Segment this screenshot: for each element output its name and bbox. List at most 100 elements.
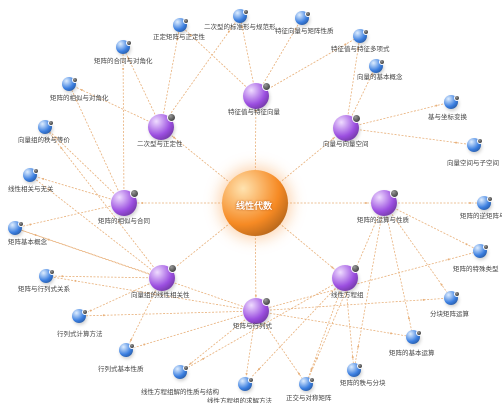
- leaf-label: 特征向量与矩阵性质: [275, 27, 334, 35]
- edge-arrow-h3-l8: [435, 104, 438, 107]
- node-badge-icon: [487, 195, 494, 202]
- edge-h6-l14: [78, 277, 163, 317]
- hub-label: 矩阵的相似与合同: [98, 217, 150, 225]
- edge-h8-l18: [255, 310, 307, 385]
- node-badge-icon: [82, 308, 89, 315]
- node-badge-icon: [183, 17, 190, 24]
- leaf-label: 向量的基本概念: [357, 73, 403, 81]
- leaf-label: 向量空间与子空间: [447, 159, 499, 167]
- hub-label: 向量组的线性相关性: [131, 291, 190, 299]
- edge-center-h6: [161, 202, 256, 279]
- edge-arrow-center-h2: [173, 136, 176, 139]
- edge-h7-l18: [305, 277, 346, 385]
- edge-arrow-h2-l1: [227, 30, 230, 33]
- edge-arrow-h5-l19: [357, 345, 360, 348]
- edge-arrow-h8-l18: [298, 372, 300, 375]
- edge-arrow-h3-l4: [357, 47, 360, 50]
- leaf-label: 矩阵的相似与对角化: [50, 94, 109, 102]
- edge-arrow-h8-l20: [390, 332, 393, 335]
- edge-h3-l4: [345, 35, 361, 129]
- edge-arrow-h2-l3: [176, 38, 179, 41]
- leaf-label: 线性相关与无关: [8, 185, 54, 193]
- node-badge-icon: [305, 10, 312, 17]
- edge-arrow-h3-l7: [370, 73, 373, 76]
- edge-arrow-h5-l18: [315, 357, 318, 360]
- node-badge-icon: [261, 297, 271, 307]
- node-badge-icon: [129, 342, 136, 349]
- edge-arrow-h4-l11: [42, 177, 45, 180]
- edge-arrow-h8-l16: [189, 362, 192, 365]
- edge-h5-l19: [353, 202, 385, 371]
- hub-label: 向量与向量空间: [323, 140, 369, 148]
- leaf-label: 矩阵的秩与分块: [340, 379, 386, 387]
- leaf-label: 矩阵的基本运算: [389, 349, 435, 357]
- edge-arrow-h4-l12: [29, 223, 32, 226]
- edge-center-h3: [254, 127, 347, 204]
- edge-h8-l16: [179, 310, 257, 373]
- edge-arrow-h1-l1: [241, 26, 244, 29]
- leaf-label: 正定矩阵与正定性: [153, 33, 205, 41]
- leaf-label: 线性方程组解的性质与结构: [141, 388, 219, 396]
- edge-h1-l1: [239, 15, 257, 97]
- edge-arrow-h4-l5: [122, 67, 125, 70]
- edge-arrow-h8-l22: [447, 258, 450, 261]
- edge-h5-l22: [383, 202, 481, 252]
- edge-h8-l15: [125, 310, 257, 351]
- edge-arrow-h5-l22: [465, 243, 468, 246]
- edge-h4-l5: [122, 46, 125, 204]
- leaf-label: 行列式基本性质: [98, 365, 144, 373]
- leaf-label: 矩阵的逆矩阵与性质: [460, 212, 502, 220]
- edge-h6-l13: [45, 275, 163, 279]
- edge-h6-l12: [14, 227, 163, 279]
- edge-arrow-center-h4: [141, 202, 144, 204]
- node-badge-icon: [379, 58, 386, 65]
- leaf-label: 矩阵与行列式关系: [18, 285, 70, 293]
- edge-h8-l14: [78, 310, 257, 317]
- hub-label: 特征值与特征向量: [228, 108, 280, 116]
- node-badge-icon: [33, 167, 40, 174]
- node-badge-icon: [350, 264, 360, 274]
- hub-label: 矩阵与行列式: [233, 322, 272, 330]
- edge-arrow-h4-l6: [75, 99, 78, 102]
- edge-h3-l8: [345, 101, 452, 129]
- leaf-label: 二次型的标准形与规范形: [204, 23, 276, 31]
- node-badge-icon: [309, 376, 316, 383]
- node-badge-icon: [363, 28, 370, 35]
- edge-h8-l22: [255, 250, 481, 312]
- edge-arrow-h2-l6: [80, 89, 83, 92]
- node-badge-icon: [389, 189, 399, 199]
- edge-h1-l4: [255, 35, 361, 97]
- node-badge-icon: [416, 329, 423, 336]
- edge-h7-l19: [344, 277, 355, 371]
- leaf-label: 矩阵的合同与对角化: [94, 57, 153, 65]
- edge-center-h2: [160, 126, 256, 204]
- edge-arrow-h6-l10: [60, 147, 63, 150]
- node-badge-icon: [126, 39, 133, 46]
- edge-h7-l17: [244, 277, 346, 385]
- edge-arrow-h8-l13: [74, 279, 77, 282]
- edge-arrow-h8-l12: [47, 238, 50, 241]
- edge-arrow-h1-l3: [189, 33, 192, 36]
- edge-arrow-h7-l16: [202, 357, 205, 360]
- edge-arrow-center-h1: [254, 109, 257, 112]
- edge-arrow-h7-l17: [258, 368, 260, 371]
- edge-arrow-center-h3: [332, 137, 335, 140]
- edge-arrow-h1-l2: [294, 27, 297, 30]
- leaf-label: 正交与对称矩阵: [286, 394, 332, 402]
- edge-h8-l12: [14, 227, 257, 312]
- edge-arrow-h3-l9: [455, 141, 458, 144]
- leaf-label: 矩阵的特殊类型: [453, 265, 499, 273]
- edge-arrow-h6-l14: [89, 309, 92, 312]
- node-badge-icon: [454, 94, 461, 101]
- edge-arrow-h4-l10: [55, 136, 58, 139]
- center-label: 线性代数: [236, 202, 273, 212]
- leaf-label: 特征值与特征多项式: [331, 45, 390, 53]
- edge-arrow-h8-l15: [143, 343, 146, 346]
- edge-h5-l18: [305, 202, 385, 385]
- edge-arrow-h7-l19: [351, 356, 354, 359]
- hub-label: 二次型与正定性: [137, 140, 183, 148]
- edge-h4-l11: [29, 174, 125, 204]
- edge-arrow-h5-l20: [407, 317, 410, 320]
- leaf-label: 线性方程组的求解方法: [207, 397, 272, 403]
